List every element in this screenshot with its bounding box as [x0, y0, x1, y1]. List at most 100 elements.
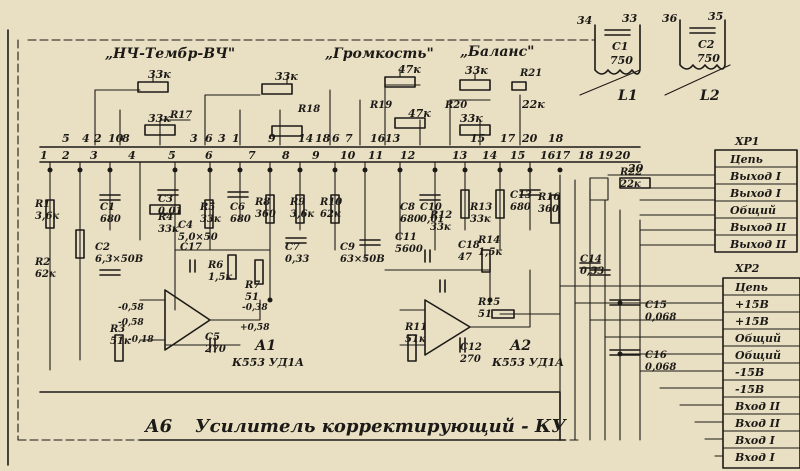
- component-value: 51к: [405, 334, 426, 345]
- pin-number-top: 18: [315, 132, 331, 145]
- component-value: 270: [204, 344, 226, 355]
- pot-r19b: [394, 117, 426, 129]
- ic-a1-v4: +0,58: [240, 323, 270, 333]
- component-ref: R6: [207, 260, 223, 271]
- pin-number-row: 2: [61, 149, 70, 162]
- ic-a2: А2: [509, 338, 531, 354]
- pin-number-top: 1: [232, 132, 240, 145]
- res-r9: [295, 194, 305, 224]
- component-value: 62к: [320, 209, 341, 220]
- pin-number-row: 13: [452, 149, 468, 162]
- tr-pin35: 35: [708, 10, 723, 23]
- xp2-pin-label: -15В: [735, 383, 764, 396]
- pin-number-top: 5: [62, 132, 70, 145]
- component-ref: R8: [254, 197, 270, 208]
- component-value: 3,6к: [35, 211, 59, 222]
- opamp-a1: [164, 289, 211, 351]
- component-value: 51к: [110, 336, 131, 347]
- pot-r18a: [261, 83, 293, 95]
- component-value: 680: [510, 202, 531, 213]
- component-value: 0,01: [420, 214, 444, 225]
- block-id: А6: [143, 416, 173, 437]
- pin-number-row: 8: [282, 149, 290, 162]
- xp2-box: [722, 277, 800, 469]
- component-value: 5,0×50: [178, 232, 218, 243]
- pin-number-row: 7: [248, 149, 256, 162]
- pin-number-row: 4: [128, 149, 136, 162]
- pin-number-top: 17: [500, 132, 516, 145]
- pin-number-top: 6: [332, 132, 340, 145]
- component-ref: C5: [205, 332, 220, 343]
- board-outline-top: [17, 39, 596, 441]
- pot-r17a: [137, 81, 169, 93]
- ic-a1-v3: -0,18: [128, 335, 154, 345]
- tr-l1: L1: [617, 88, 638, 104]
- tr-c2: С2: [698, 38, 715, 51]
- pot-r20b: [459, 124, 491, 136]
- component-value: 0,33: [580, 266, 604, 277]
- component-ref: C2: [95, 242, 110, 253]
- component-value: 270: [459, 354, 481, 365]
- pin-number-top: 4: [82, 132, 90, 145]
- xp1-pin-num: 20: [627, 162, 644, 175]
- pot-r20: [459, 79, 491, 91]
- tr-c1v: 750: [610, 54, 633, 67]
- tr-pin34: 34: [577, 14, 592, 27]
- xp1-pin-label: Общий: [730, 204, 776, 217]
- pot-val-1: 33к: [148, 68, 171, 81]
- branch-lines: [49, 161, 531, 371]
- block-title: Усилитель корректирующий - КУ: [195, 416, 567, 437]
- xp1-pin-label: Выход II: [729, 238, 787, 251]
- pin-number-row: 5: [168, 149, 176, 162]
- component-ref: R7: [244, 280, 260, 291]
- ic-a2-type: К553 УД1А: [491, 356, 564, 369]
- xp1-name: ХР1: [734, 135, 759, 148]
- component-ref: R1: [34, 199, 50, 210]
- component-value: 47: [458, 252, 472, 263]
- pin-number-top: 18: [548, 132, 564, 145]
- component-value: 680: [100, 214, 121, 225]
- xp2-leads: [559, 285, 724, 457]
- component-ref: R11: [404, 322, 427, 333]
- pin-number-top: 7: [345, 132, 353, 145]
- pot-val-5: 47к: [408, 107, 431, 120]
- xp1-leads: [607, 174, 716, 246]
- xp2-pin-label: Общий: [735, 332, 781, 345]
- tr-pin36: 36: [662, 12, 678, 25]
- pin-number-row: 18: [578, 149, 594, 162]
- pin-number-row: 14: [482, 149, 497, 162]
- res-r5: [204, 199, 214, 229]
- xp2-pin-label: Цепь: [734, 281, 768, 294]
- component-ref: C14: [580, 254, 602, 265]
- pin-number-top: 3: [190, 132, 198, 145]
- res-r10: [330, 194, 340, 224]
- pot-r18b: [271, 125, 303, 137]
- component-value: 360: [538, 204, 559, 215]
- pot-val-2: 33к: [148, 112, 171, 125]
- xp2-pin-label: Вход I: [734, 434, 776, 447]
- res-r14: [481, 249, 491, 273]
- pot-val-3: 33к: [275, 70, 298, 83]
- opamp-a2: [424, 299, 471, 356]
- junction-dots: [47, 167, 623, 357]
- component-ref: R9: [289, 197, 305, 208]
- ic-a1: А1: [254, 338, 276, 354]
- component-value: 0,068: [645, 362, 676, 373]
- xp2-dividers: [722, 294, 800, 449]
- component-ref: R22: [619, 167, 642, 178]
- res-r3: [114, 334, 124, 362]
- component-ref: C11: [395, 232, 417, 243]
- tr-c2v: 750: [697, 52, 720, 65]
- res-r1: [45, 199, 55, 229]
- component-ref: R5: [199, 202, 215, 213]
- opamp-a2-wiring: [384, 269, 561, 346]
- component-value: 63×50В: [340, 254, 385, 265]
- xp2-name: ХР2: [734, 262, 760, 275]
- component-ref: C17: [180, 242, 202, 253]
- res-r12: [460, 189, 470, 219]
- component-value: 5600: [395, 244, 423, 255]
- xp2-pin-label: Вход II: [734, 417, 781, 430]
